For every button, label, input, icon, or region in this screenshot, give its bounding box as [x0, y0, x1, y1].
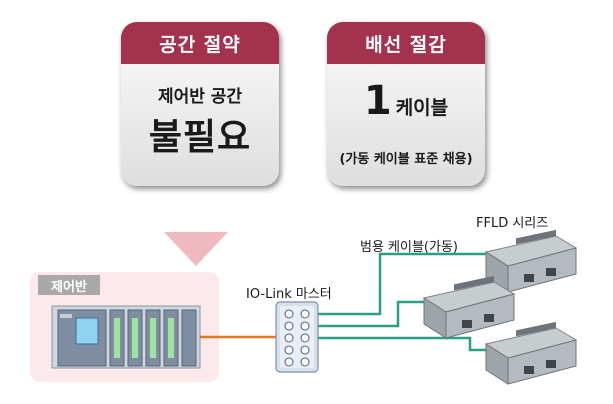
ffld-series-label: FFLD 시리즈	[476, 216, 549, 231]
badge-text-line2: 불필요	[148, 117, 252, 158]
ffld-device-1	[484, 229, 578, 293]
plc-unit	[51, 305, 201, 369]
io-link-master	[275, 301, 319, 373]
badge-title: 공간 절약	[121, 22, 279, 64]
wiring-reduction-badge: 배선 절감 1 케이블 (가동 케이블 표준 채용)	[327, 22, 485, 186]
cable-count-number: 1	[363, 78, 392, 124]
cable-count: 1 케이블	[327, 78, 485, 124]
green-cables	[318, 252, 487, 352]
badge-title: 배선 절감	[327, 22, 485, 64]
cable-label: 범용 케이블(가동)	[360, 240, 458, 255]
down-arrow	[164, 232, 228, 266]
space-saving-badge: 공간 절약 제어반 공간 불필요	[121, 22, 279, 186]
badge-body: 제어반 공간 불필요	[121, 64, 279, 186]
badge-note: (가동 케이블 표준 채용)	[339, 152, 473, 167]
badge-text-line1: 제어반 공간	[157, 87, 243, 107]
ffld-device-3	[484, 321, 578, 385]
io-link-master-label: IO-Link 마스터	[246, 287, 332, 302]
cable-count-unit: 케이블	[395, 97, 449, 119]
badge-body: 1 케이블 (가동 케이블 표준 채용)	[327, 64, 485, 186]
ffld-device-2	[422, 275, 516, 339]
control-panel-label: 제어반	[38, 275, 100, 295]
